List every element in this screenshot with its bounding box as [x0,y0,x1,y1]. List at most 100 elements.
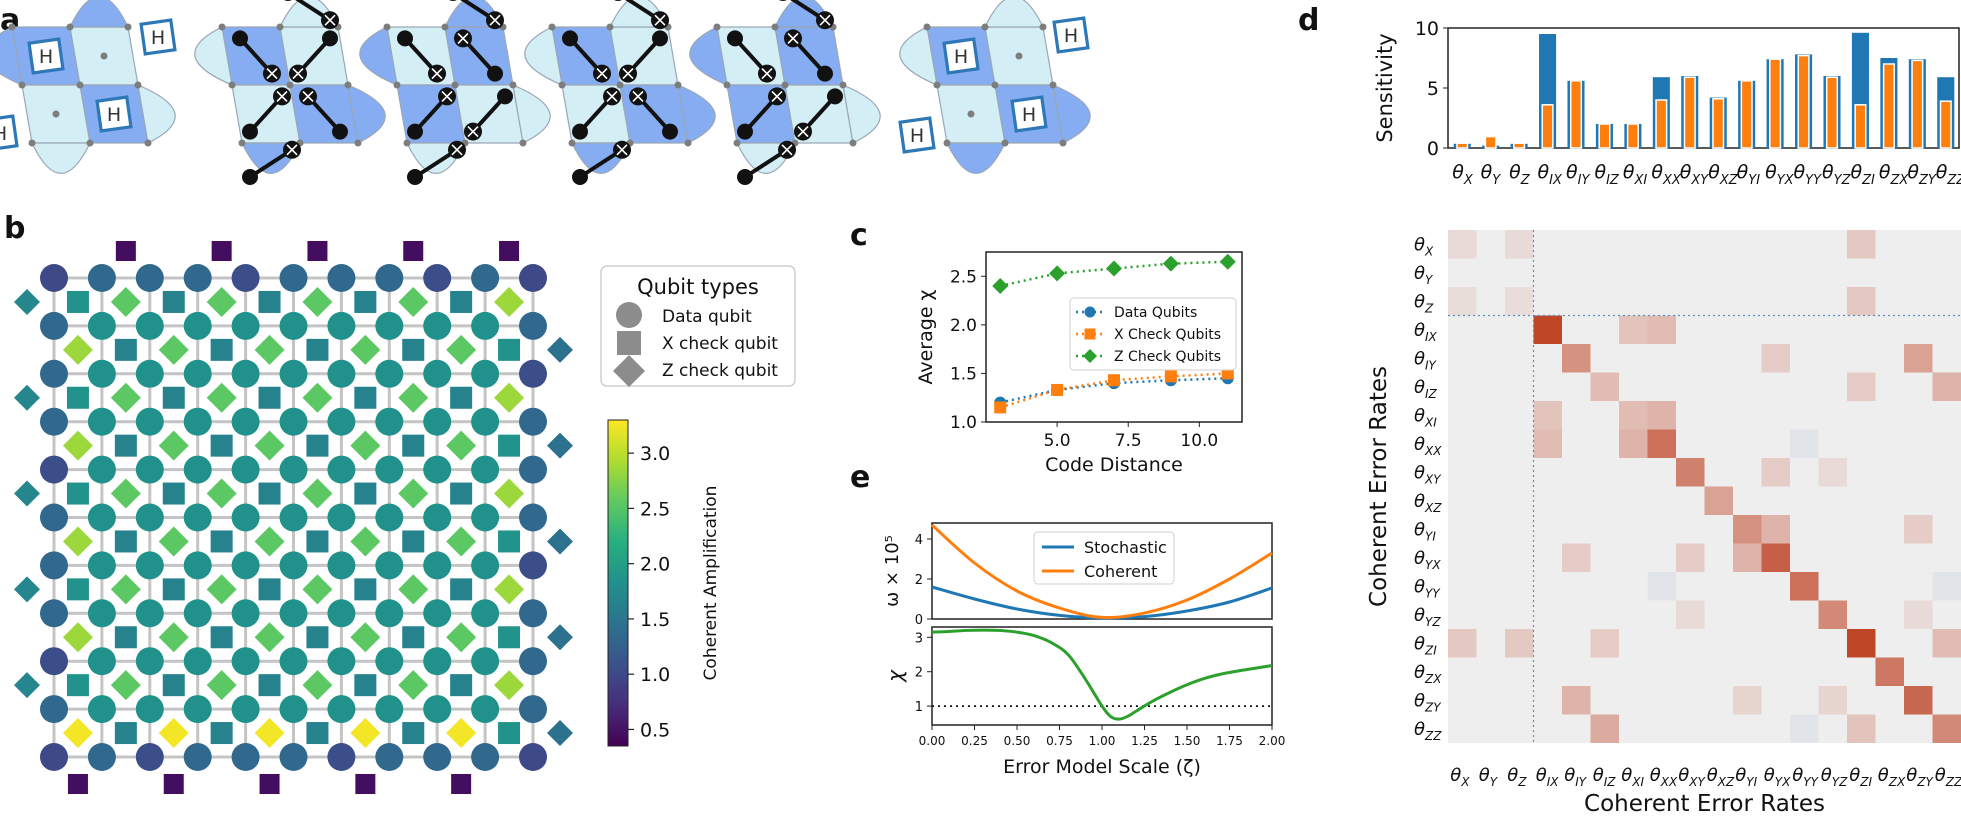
data-qubit-dot [393,81,401,89]
data-qubit [423,455,452,484]
data-qubit [327,407,356,436]
z-check-qubit [62,526,93,557]
hadamard-gate-label: H [1064,25,1078,47]
panel-b-lattice [14,241,573,794]
series-line [999,372,1228,409]
boundary-plaquette [359,26,398,86]
data-qubit [87,407,116,436]
x-check-qubit [306,434,329,457]
y-tick-label: 0 [915,613,923,628]
data-qubit-dot [1001,139,1009,147]
data-qubit [327,647,356,676]
data-qubit-dot [991,81,999,89]
data-qubit-dot [568,139,576,147]
data-qubit [471,599,500,628]
data-qubit-dot [771,23,779,31]
boundary-plaquette [677,84,716,144]
qubit-types-legend: Qubit types Data qubit X check qubit Z c… [600,265,796,387]
cnot-control [497,88,513,105]
cnot-target-cross [431,68,443,80]
data-qubit [423,551,452,580]
data-qubit [375,264,404,292]
x-tick-label: 2.00 [1259,734,1286,748]
data-qubit [279,311,308,340]
x-check-qubit [306,626,329,649]
boundary-plaquette [842,84,881,144]
z-check-qubit [494,478,525,509]
boundary-plaquette [194,26,233,86]
boundary-plaquette [347,84,386,144]
heatmap-cell [1847,230,1876,259]
z-check-qubit [206,286,237,317]
x-tick-label: 0.50 [1004,734,1031,748]
x-check-qubit [402,434,425,457]
heatmap-cell [1704,486,1733,515]
x-tick-label: θYI [1737,161,1761,188]
data-qubit-dot [18,81,26,89]
panel-label-e: e [850,460,870,495]
data-qubit [471,695,500,724]
heatmap-cell [1875,657,1904,686]
x-check-qubit [354,674,377,697]
panel-label-d: d [1298,3,1319,38]
heatmap-cell [1790,572,1819,601]
data-qubit [519,695,547,724]
data-qubit [471,359,500,388]
data-qubit [279,647,308,676]
data-qubit [471,503,500,532]
data-qubit [423,647,452,676]
bar [1484,135,1497,149]
row-label: θYY [1414,576,1441,600]
z-check-qubit [254,622,285,653]
ancilla-dot [967,110,975,118]
data-qubit [471,647,500,676]
z-check-qubit [494,286,525,317]
z-check-qubit [110,574,141,605]
data-point [1162,255,1179,272]
x-tick-label: θY [1481,161,1502,188]
ancilla-dot [52,110,60,118]
data-qubit-dot [76,81,84,89]
data-qubit-dot [558,81,566,89]
data-qubit [231,503,260,532]
heatmap-cell [1590,372,1619,401]
data-qubit [423,311,452,340]
cnot-control [407,123,423,140]
bottom-plot-frame [931,626,1273,726]
data-qubit [423,359,452,388]
hadamard-gate-label: H [151,27,165,49]
data-qubit-dot [344,81,352,89]
data-qubit-dot [548,23,556,31]
legend-label: Coherent [1084,562,1157,581]
z-check-qubit [254,430,285,461]
data-qubit [327,264,356,292]
data-qubit [423,695,452,724]
heatmap-cell [1761,515,1790,544]
legend-label: Z Check Qubits [1114,349,1221,365]
x-tick-label: 0.25 [961,734,988,748]
legend-frame [600,265,796,387]
z-check-qubit [62,430,93,461]
row-label: θZ [1414,291,1434,315]
data-qubit-dot [943,139,951,147]
boundary-x-check [499,241,520,261]
ancilla-dot [100,52,108,60]
boundary-x-check [451,774,472,794]
data-qubit [231,311,260,340]
x-check-qubit [162,578,185,601]
heatmap-cell [1932,714,1961,743]
x-check-qubit [66,386,89,409]
z-check-qubit [302,382,333,413]
data-qubit-dot [713,23,721,31]
colorbar-ticks: 0.51.01.52.02.53.0 [628,443,670,741]
cnot-control [727,30,743,47]
col-label: θYZ [1821,765,1848,789]
data-qubit-dot [849,139,857,147]
cnot-target-cross [286,144,298,156]
boundary-z-check [547,336,573,363]
x-check-qubit [402,338,425,361]
data-qubit [327,359,356,388]
bar [1456,142,1469,149]
